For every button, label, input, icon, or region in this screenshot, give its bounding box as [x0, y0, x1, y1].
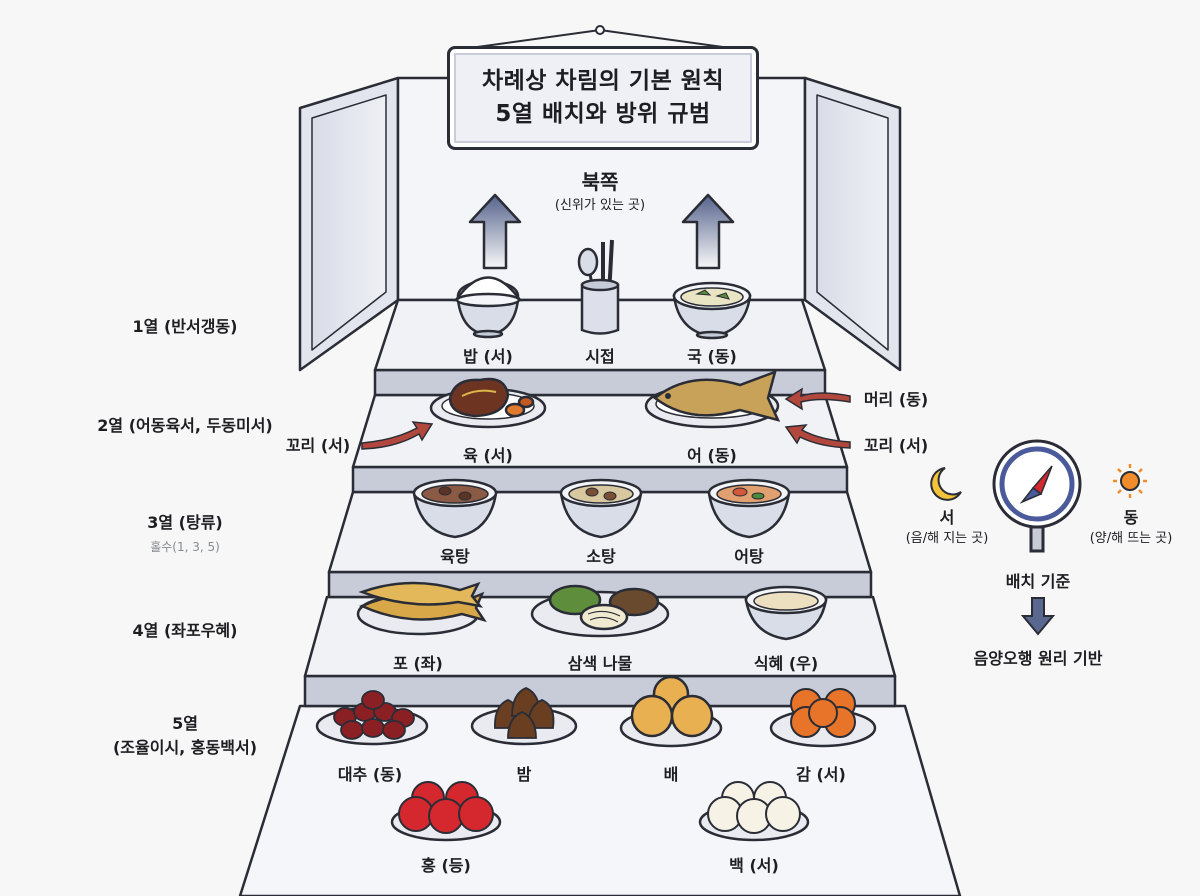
row-3-note: 홀수(1, 3, 5): [150, 540, 220, 554]
apple-label: 홍 (등): [421, 856, 471, 875]
row-1-label: 1열 (반서갱동): [132, 317, 238, 336]
west-label: 서: [939, 508, 955, 527]
east-label: 동: [1123, 508, 1139, 527]
jujube-plate: [315, 690, 429, 746]
east-note: (양/해 뜨는 곳): [1089, 531, 1173, 546]
persimmon-plate: [769, 688, 877, 748]
north-note: (신위가 있는 곳): [554, 198, 646, 213]
chestnut-plate: [470, 687, 578, 746]
pear-plate: [619, 675, 723, 748]
row-5-label: 5열: [172, 714, 198, 733]
namul-label: 삼색 나물: [567, 654, 633, 673]
compass-caption: 배치 기준: [1005, 572, 1071, 591]
sikhye-label: 식혜 (우): [753, 654, 819, 673]
fish-label: 어 (동): [687, 446, 737, 465]
title-hanger: [469, 25, 731, 49]
soup-label: 국 (동): [687, 347, 737, 366]
soup-bowl: [672, 281, 752, 340]
moon-icon: [930, 467, 962, 501]
pear-label: 배: [663, 765, 679, 784]
eotang-bowl: [707, 478, 791, 539]
compass-icon: [992, 439, 1082, 553]
white-label: 백 (서): [729, 856, 779, 875]
west-note: (음/해 지는 곳): [905, 531, 989, 546]
callout-arrows: [361, 387, 851, 450]
spoon-label: 시접: [585, 347, 615, 366]
title-board: 차례상 차림의 기본 원칙 5열 배치와 방위 규범: [447, 46, 759, 150]
meat-label: 육 (서): [463, 446, 513, 465]
principle-label: 음양오행 원리 기반: [973, 649, 1103, 668]
tail-left-label: 꼬리 (서): [285, 436, 351, 455]
po-label: 포 (좌): [393, 654, 443, 673]
rice-bowl: [453, 276, 523, 339]
row-5-label-sub: (조율이시, 홍동백서): [112, 738, 258, 757]
white-plate: [698, 781, 810, 842]
title-line-1: 차례상 차림의 기본 원칙: [481, 68, 725, 94]
persimmon-label: 감 (서): [796, 765, 846, 784]
jujube-label: 대추 (동): [337, 765, 403, 784]
sotang-bowl: [559, 478, 643, 539]
meat-plate: [429, 377, 547, 429]
yuktang-label: 육탕: [440, 547, 470, 566]
sotang-label: 소탕: [586, 547, 616, 566]
tail-right-label: 꼬리 (서): [863, 436, 929, 455]
north-arrows: [468, 193, 735, 270]
po-plate: [356, 581, 487, 636]
spoon-holder: [577, 239, 620, 335]
head-right-label: 머리 (동): [863, 390, 929, 409]
eotang-label: 어탕: [734, 547, 764, 566]
row-4-label: 4열 (좌포우혜): [132, 621, 238, 640]
north-label: 북쪽: [581, 170, 619, 194]
title-line-2: 5열 배치와 방위 규범: [495, 101, 711, 127]
chestnut-label: 밤: [516, 765, 532, 784]
fish-plate: [644, 369, 781, 429]
namul-plate: [530, 584, 670, 638]
yuktang-bowl: [412, 478, 498, 539]
apple-plate: [390, 781, 502, 842]
row-2-label: 2열 (어동육서, 두동미서): [97, 416, 273, 435]
sikhye-bowl: [744, 585, 828, 641]
row-3-label: 3열 (탕류): [147, 513, 223, 532]
rice-label: 밥 (서): [463, 347, 513, 366]
down-arrow-icon: [1020, 597, 1056, 636]
sun-icon: [1113, 464, 1147, 498]
